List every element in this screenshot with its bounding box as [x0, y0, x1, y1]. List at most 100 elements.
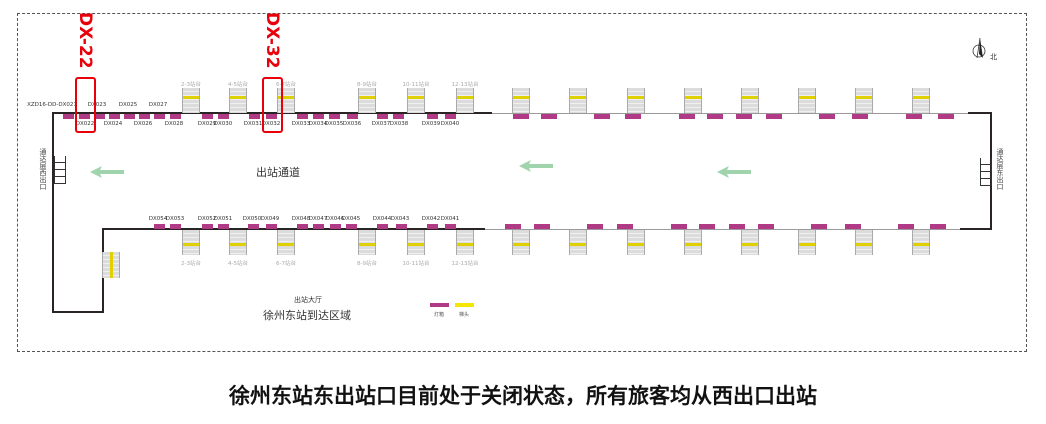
- wall-left: [52, 112, 54, 313]
- west-exit-label: 通达层西出口: [39, 148, 47, 190]
- platform-stairs-north: [684, 88, 702, 113]
- platform-label: 10-11站台: [402, 261, 430, 267]
- platform-stairs-south: [912, 230, 930, 255]
- lightbox-label: DX029: [197, 121, 217, 127]
- highlight-box-dx22[interactable]: [75, 77, 96, 133]
- lightbox-ad: [94, 114, 105, 119]
- lightbox-ad: [202, 114, 213, 119]
- lightbox-ad: [505, 224, 521, 229]
- legend-lightbox-swatch: [430, 303, 449, 307]
- lightbox-label: DX041: [440, 216, 460, 222]
- lightbox-ad: [396, 224, 407, 229]
- lightbox-ad: [729, 224, 745, 229]
- arrow-left-icon: [717, 166, 751, 178]
- platform-stairs-north: [358, 88, 376, 113]
- platform-stairs-south: [407, 230, 425, 255]
- lightbox-ad: [124, 114, 135, 119]
- platform-label: 6-7站台: [276, 261, 296, 267]
- marker-label-dx32: DX-32: [262, 12, 282, 69]
- lightbox-ad: [297, 114, 308, 119]
- lightbox-ad: [845, 224, 861, 229]
- lightbox-ad: [79, 114, 90, 119]
- platform-label: 12-13站台: [451, 82, 479, 88]
- lightbox-label: DX052: [197, 216, 217, 222]
- platform-label: 4-5站台: [228, 82, 248, 88]
- east-exit-label: 通达层东出口: [996, 148, 1004, 190]
- lightbox-label: DX049: [260, 216, 280, 222]
- platform-stairs-south: [798, 230, 816, 255]
- platform-label: 6-7站台: [276, 82, 296, 88]
- lightbox-label: DX045: [341, 216, 361, 222]
- wall-bottom: [102, 228, 485, 230]
- map-frame: [17, 13, 1027, 352]
- lightbox-ad: [699, 224, 715, 229]
- lightbox-ad: [154, 114, 165, 119]
- platform-stairs-north: [407, 88, 425, 113]
- lightbox-ad: [170, 224, 181, 229]
- lightbox-ad: [377, 114, 388, 119]
- platform-stairs-north: [855, 88, 873, 113]
- lightbox-ad: [218, 114, 229, 119]
- lightbox-label: DX036: [342, 121, 362, 127]
- lightbox-ad: [445, 114, 456, 119]
- lightbox-ad: [297, 224, 308, 229]
- west-exit-gate: [54, 156, 66, 184]
- platform-stairs-south: [627, 230, 645, 255]
- lightbox-label: DX051: [213, 216, 233, 222]
- platform-stairs-south: [358, 230, 376, 255]
- lightbox-label: DX038: [389, 121, 409, 127]
- lightbox-ad: [249, 114, 260, 119]
- east-exit-gate: [980, 158, 992, 186]
- lightbox-ad: [393, 114, 404, 119]
- lightbox-label: DX037: [371, 121, 391, 127]
- wall-hall-bottom: [52, 311, 104, 313]
- platform-stairs-south: [182, 230, 200, 255]
- platform-stairs-south: [855, 230, 873, 255]
- platform-stairs-south: [229, 230, 247, 255]
- lightbox-label: DX022: [75, 121, 95, 127]
- lightbox-ad: [139, 114, 150, 119]
- wall-top: [52, 112, 492, 114]
- platform-stairs-north: [912, 88, 930, 113]
- lightbox-label: DX034: [308, 121, 328, 127]
- wall-top-east: [492, 113, 968, 114]
- platform-stairs-north: [182, 88, 200, 113]
- lightbox-ad: [587, 224, 603, 229]
- lightbox-ad: [218, 224, 229, 229]
- platform-stairs-north: [229, 88, 247, 113]
- lightbox-ad: [266, 114, 277, 119]
- wall-bottom-east: [485, 229, 960, 230]
- lightbox-ad: [202, 224, 213, 229]
- lightbox-label: DX030: [213, 121, 233, 127]
- lightbox-label: DX044: [372, 216, 392, 222]
- lightbox-ad: [248, 224, 259, 229]
- lightbox-label: DX028: [164, 121, 184, 127]
- highlight-box-dx32[interactable]: [262, 77, 283, 133]
- arrow-left-icon: [519, 160, 553, 172]
- lightbox-ad: [625, 114, 641, 119]
- lightbox-ad: [707, 114, 723, 119]
- lightbox-ad: [852, 114, 868, 119]
- lightbox-ad: [617, 224, 633, 229]
- lightbox-label: DX023: [87, 102, 107, 108]
- platform-label: 8-9站台: [357, 82, 377, 88]
- lightbox-ad: [534, 224, 550, 229]
- lightbox-label: DX050: [242, 216, 262, 222]
- platform-stairs-north: [627, 88, 645, 113]
- platform-stairs-south: [569, 230, 587, 255]
- lightbox-ad: [346, 224, 357, 229]
- platform-label: 12-13站台: [451, 261, 479, 267]
- platform-stairs-south: [277, 230, 295, 255]
- lightbox-label: DX032: [261, 121, 281, 127]
- marker-label-dx22: DX-22: [75, 12, 95, 69]
- lightbox-label: DX033: [291, 121, 311, 127]
- lightbox-label: DX031: [243, 121, 263, 127]
- lightbox-label: DX053: [165, 216, 185, 222]
- north-arrow-icon: [972, 37, 986, 59]
- lightbox-label: DX024: [103, 121, 123, 127]
- lightbox-label: DX043: [390, 216, 410, 222]
- platform-stairs-north: [512, 88, 530, 113]
- lightbox-ad: [736, 114, 752, 119]
- platform-stairs-south: [684, 230, 702, 255]
- lightbox-ad: [154, 224, 165, 229]
